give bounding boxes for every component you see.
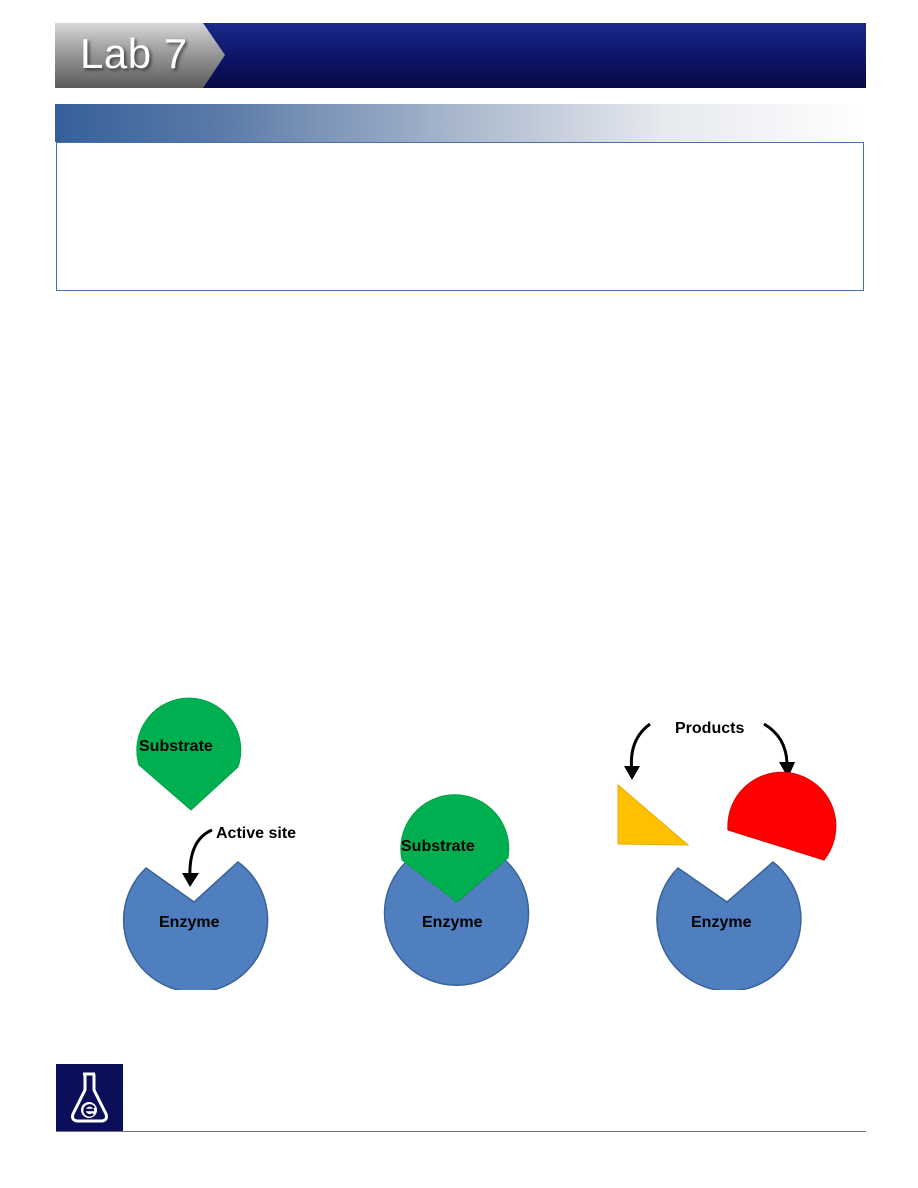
stage2-enzyme-label: Enzyme bbox=[422, 914, 483, 931]
enzyme-substrate-diagram: Substrate Active site Enzyme Substrate E… bbox=[0, 690, 918, 990]
lab-title: Lab 7 bbox=[80, 30, 188, 77]
stage3-product-semicircle bbox=[727, 771, 837, 861]
stage3-enzyme-label: Enzyme bbox=[691, 914, 752, 931]
stage1-enzyme-label: Enzyme bbox=[159, 914, 220, 931]
stage3-product-triangle bbox=[617, 783, 690, 846]
stage1-enzyme bbox=[122, 861, 269, 990]
stage2-substrate-label: Substrate bbox=[401, 838, 475, 855]
stage3-left-arrow bbox=[624, 722, 651, 780]
stage2-substrate bbox=[400, 794, 510, 903]
intro-box bbox=[56, 142, 864, 291]
stage1-active-site-arrow bbox=[182, 828, 213, 887]
section-heading-strip bbox=[55, 104, 866, 142]
stage3-right-arrow bbox=[763, 722, 795, 778]
lab-tab bbox=[55, 23, 225, 88]
stage1-active-site-label: Active site bbox=[216, 825, 296, 842]
flask-e-icon bbox=[56, 1064, 123, 1132]
stage1-substrate bbox=[136, 697, 242, 811]
stage3-enzyme bbox=[656, 861, 802, 990]
stage1-substrate-label: Substrate bbox=[139, 738, 213, 755]
stage2-enzyme bbox=[383, 858, 530, 986]
footer-rule bbox=[56, 1131, 866, 1132]
stage3-products-label: Products bbox=[675, 720, 744, 737]
